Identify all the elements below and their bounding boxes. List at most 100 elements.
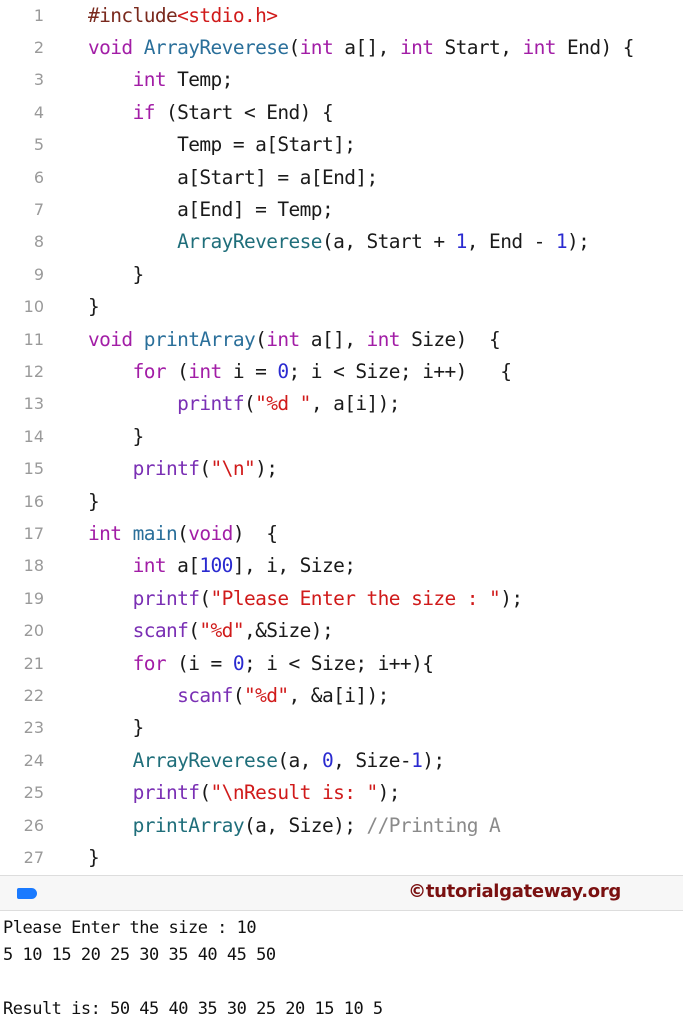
code-line[interactable]: 14 }: [0, 420, 683, 452]
code-token: //Printing A: [366, 813, 501, 837]
code-token: 0: [232, 651, 245, 675]
code-token: [88, 652, 133, 675]
code-line[interactable]: 20 scanf("%d",&Size);: [0, 615, 683, 647]
code-token: (: [255, 327, 267, 351]
code-text: for (i = 0; i < Size; i++){: [66, 651, 434, 675]
code-line[interactable]: 10}: [0, 291, 683, 323]
line-number: 2: [33, 37, 44, 57]
code-text: printf("\n");: [66, 457, 278, 481]
code-line[interactable]: 21 for (i = 0; i < Size; i++){: [0, 647, 683, 679]
code-text: }: [66, 425, 145, 448]
code-line[interactable]: 23 }: [0, 712, 683, 744]
code-line[interactable]: 18 int a[100], i, Size;: [0, 550, 683, 582]
code-token: }: [88, 716, 145, 740]
code-token: ; i < Size; i++) {: [288, 359, 512, 383]
code-token: a[End] = Temp;: [88, 197, 334, 221]
code-token: (: [243, 392, 256, 416]
code-line[interactable]: 7 a[End] = Temp;: [0, 193, 683, 225]
code-line[interactable]: 4 if (Start < End) {: [0, 96, 683, 128]
console-toggle-icon[interactable]: [17, 888, 37, 899]
code-token: [88, 554, 133, 577]
line-number: 18: [23, 556, 44, 576]
code-line[interactable]: 13 printf("%d ", a[i]);: [0, 388, 683, 420]
code-token: , a[i]);: [310, 392, 401, 416]
line-number: 14: [23, 426, 44, 446]
code-line[interactable]: 9 }: [0, 258, 683, 290]
code-line[interactable]: 12 for (int i = 0; i < Size; i++) {: [0, 355, 683, 387]
code-line[interactable]: 26 printArray(a, Size); //Printing A: [0, 809, 683, 841]
line-number: 16: [23, 491, 44, 511]
code-line[interactable]: 24 ArrayReverese(a, 0, Size-1);: [0, 744, 683, 776]
code-token: [88, 360, 133, 383]
code-token: Temp;: [165, 68, 233, 92]
output-line: Please Enter the size : 10: [3, 917, 257, 938]
code-token: printf: [132, 586, 200, 610]
code-token: [133, 328, 144, 351]
code-token: for: [132, 651, 167, 675]
code-token: void: [88, 327, 133, 351]
line-number: 23: [23, 718, 44, 738]
code-token: [88, 781, 133, 804]
code-token: "\n": [210, 457, 256, 481]
code-text: }: [66, 716, 145, 740]
code-text: int main(void) {: [66, 521, 278, 545]
code-line[interactable]: 6 a[Start] = a[End];: [0, 161, 683, 193]
code-token: [121, 522, 132, 545]
code-line[interactable]: 3 int Temp;: [0, 64, 683, 96]
code-token: [133, 36, 144, 59]
code-text: printf("%d ", a[i]);: [66, 392, 400, 415]
code-token: , End -: [466, 230, 556, 254]
line-number: 21: [23, 653, 44, 673]
code-text: }: [66, 489, 100, 513]
line-number: 9: [33, 264, 44, 284]
code-token: (: [232, 683, 245, 707]
code-line[interactable]: 5 Temp = a[Start];: [0, 129, 683, 161]
code-line[interactable]: 25 printf("\nResult is: ");: [0, 777, 683, 809]
code-token: Temp = a[Start];: [88, 133, 356, 157]
code-token: );: [500, 586, 523, 610]
code-token: }: [88, 845, 100, 869]
code-token: 0: [321, 748, 334, 772]
code-token: ArrayReverese: [132, 748, 278, 772]
code-token: [88, 587, 133, 610]
code-line[interactable]: 8 ArrayReverese(a, Start + 1, End - 1);: [0, 226, 683, 258]
code-token: (: [199, 586, 211, 610]
line-number: 6: [33, 167, 44, 187]
code-token: [88, 101, 133, 124]
code-token: printArray: [143, 327, 256, 351]
code-token: }: [88, 489, 100, 513]
code-line[interactable]: 1#include<stdio.h>: [0, 0, 683, 31]
code-token: End) {: [555, 35, 634, 59]
code-token: [88, 457, 133, 480]
code-token: (Start < End) {: [154, 100, 334, 124]
code-token: , Size-: [333, 748, 412, 772]
code-line[interactable]: 22 scanf("%d", &a[i]);: [0, 679, 683, 711]
code-token: 1: [455, 230, 468, 254]
code-line[interactable]: 16}: [0, 485, 683, 517]
code-token: Size) {: [399, 327, 501, 351]
code-token: int: [188, 359, 222, 383]
line-number: 12: [23, 361, 44, 381]
code-line[interactable]: 15 printf("\n");: [0, 453, 683, 485]
code-text: Temp = a[Start];: [66, 133, 356, 157]
code-token: int: [88, 521, 122, 545]
code-token: int: [266, 327, 300, 351]
code-text: }: [66, 263, 145, 286]
code-token: );: [422, 748, 445, 772]
code-token: void: [188, 521, 233, 545]
code-token: scanf: [177, 683, 233, 707]
code-line[interactable]: 27}: [0, 841, 683, 873]
code-token: }: [88, 295, 100, 319]
code-text: int Temp;: [66, 68, 234, 92]
console-output[interactable]: Please Enter the size : 10 5 10 15 20 25…: [0, 912, 683, 1024]
code-token: (: [188, 619, 200, 643]
code-token: );: [255, 457, 278, 481]
code-line[interactable]: 19 printf("Please Enter the size : ");: [0, 582, 683, 614]
code-token: if: [132, 100, 156, 124]
code-token: int: [132, 554, 167, 578]
code-token: a[Start] = a[End];: [88, 165, 378, 189]
